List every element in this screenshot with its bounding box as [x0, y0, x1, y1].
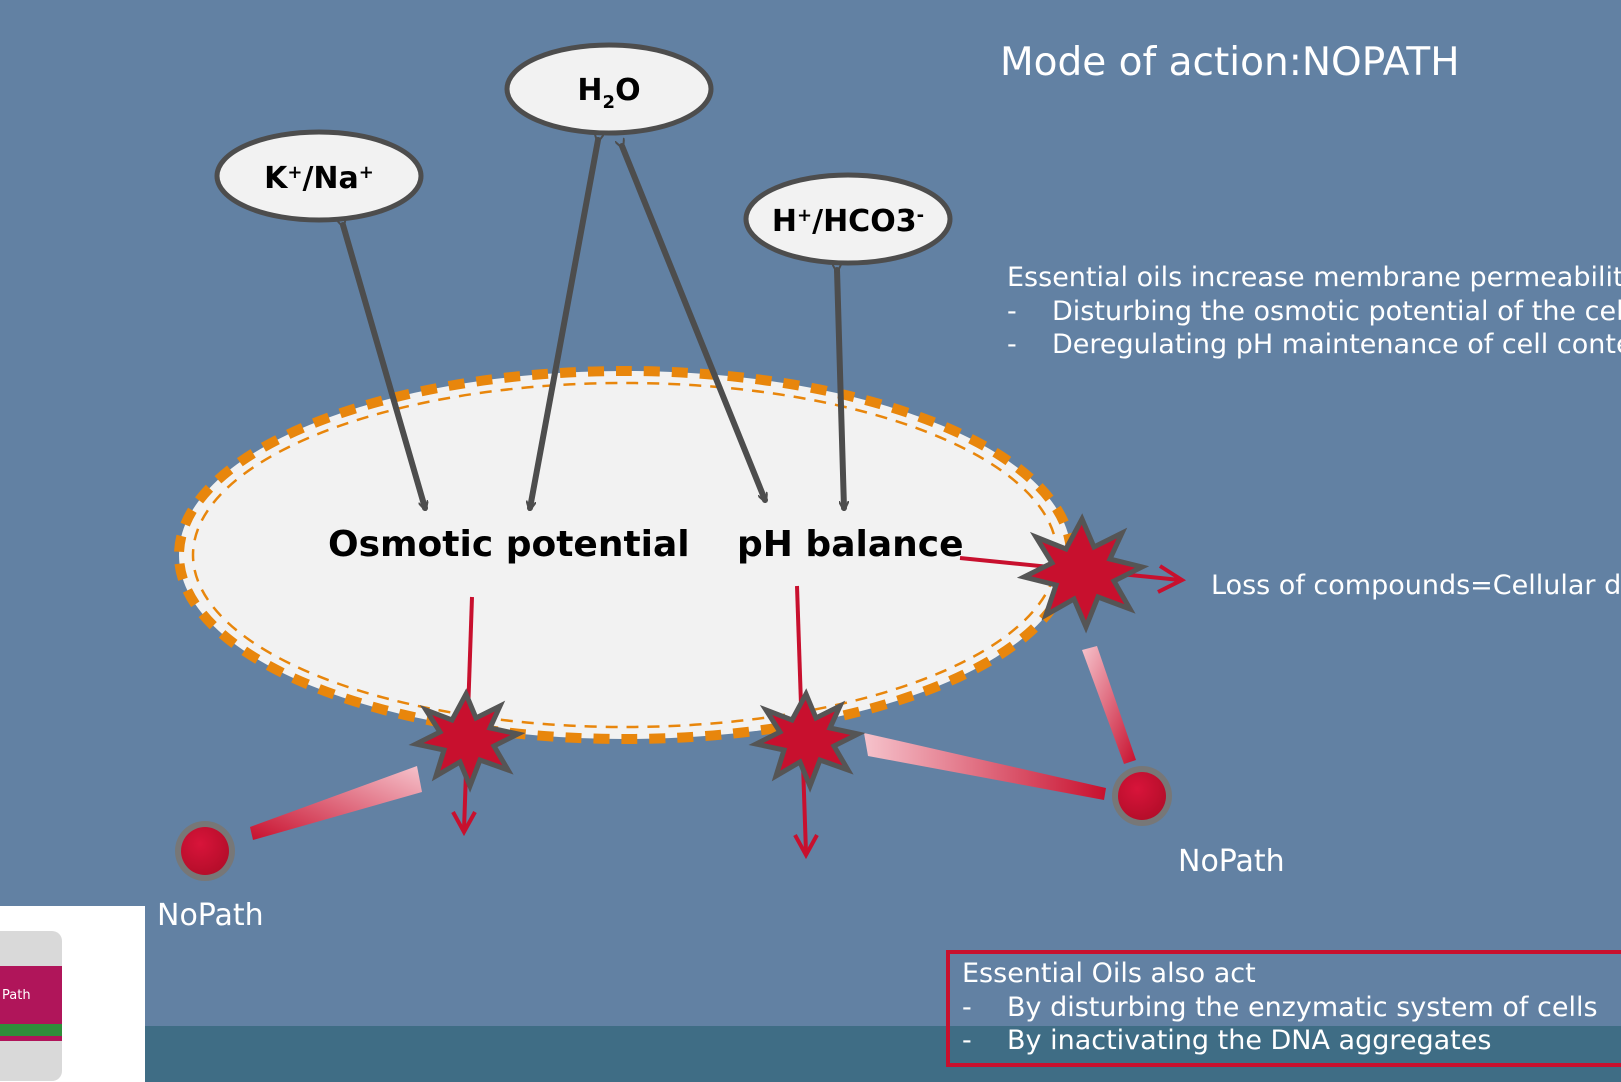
exchange-arrows [343, 140, 844, 508]
nopath-beams [250, 646, 1136, 840]
nopath-label-left: NoPath [157, 898, 264, 933]
svg-text:H+/HCO3-: H+/HCO3- [772, 204, 924, 239]
product-label-text: Path [2, 988, 31, 1003]
svg-text:H2O: H2O [577, 73, 640, 113]
membrane-effect-item: -Deregulating pH maintenance of cell con… [1007, 329, 1621, 360]
ion-bubble-h-hco3: H+/HCO3- [743, 172, 953, 266]
beam-left [250, 766, 422, 840]
callout-item: -By disturbing the enzymatic system of c… [962, 992, 1598, 1023]
loss-of-compounds: Loss of compounds=Cellular death [1211, 570, 1621, 601]
nopath-label-right: NoPath [1178, 844, 1285, 879]
arrow-hco3-ph [837, 270, 844, 508]
burst-membrane [1016, 513, 1150, 634]
arrow-h2o-ph [622, 146, 765, 500]
svg-text:K+/Na+: K+/Na+ [264, 161, 374, 196]
osmotic-potential-label: Osmotic potential [328, 524, 690, 565]
membrane-effect-intro: Essential oils increase membrane permeab… [1007, 262, 1621, 293]
beam-right-to-mid-burst [864, 733, 1106, 800]
ion-bubble-h2o: H2O [504, 42, 714, 136]
product-image: Path [0, 906, 145, 1082]
page-title: Mode of action:NOPATH [1000, 40, 1460, 85]
product-stripe [0, 1024, 62, 1036]
bottom-band [0, 1026, 1621, 1082]
beam-right-to-right-burst [1082, 646, 1136, 764]
arrow-k-na-osmotic [343, 225, 425, 508]
arrow-h2o-osmotic [530, 140, 598, 508]
burst-ph [748, 688, 866, 793]
membrane-effect-item: -Disturbing the osmotic potential of the… [1007, 296, 1621, 327]
essential-oils-callout [946, 950, 1621, 1067]
ion-bubble-k-na: K+/Na+ [214, 129, 424, 223]
callout-intro: Essential Oils also act [962, 958, 1256, 989]
callout-item: -By inactivating the DNA aggregates [962, 1025, 1492, 1056]
burst-osmotic [408, 688, 526, 793]
nopath-agent-left [175, 821, 235, 881]
nopath-agent-right [1112, 766, 1172, 826]
ph-balance-label: pH balance [737, 524, 964, 565]
